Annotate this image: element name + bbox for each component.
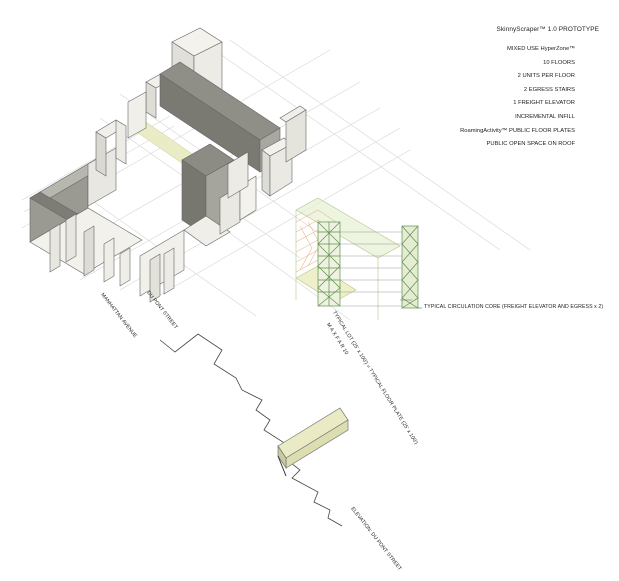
notes-list: MIXED USE HyperZone™ 10 FLOORS 2 UNITS P…: [359, 43, 599, 152]
circulation-core-label: TYPICAL CIRCULATION CORE (FREIGHT ELEVAT…: [424, 304, 604, 310]
circulation-core-elevation: [401, 225, 422, 309]
note-item: 2 EGRESS STAIRS: [523, 86, 575, 93]
note-item: MIXED USE HyperZone™: [507, 46, 575, 52]
note-item: INCREMENTAL INFILL: [515, 113, 575, 120]
note-item: PUBLIC OPEN SPACE ON ROOF: [486, 141, 575, 148]
note-item: 10 FLOORS: [543, 59, 575, 66]
prototype-notes: SkinnyScraper™ 1.0 PROTOTYPE MIXED USE H…: [359, 26, 599, 152]
north-block: [127, 27, 307, 199]
circulation-core-stack: [317, 221, 341, 307]
notes-title: SkinnyScraper™ 1.0 PROTOTYPE: [496, 26, 599, 33]
note-item: RoamingActivity™ PUBLIC FLOOR PLATES: [460, 127, 575, 134]
elevation-building: [277, 407, 349, 477]
south-block: [139, 143, 257, 303]
floor-lines: [340, 231, 402, 307]
elevation-profile: [159, 333, 343, 527]
note-item: 1 FREIGHT ELEVATOR: [513, 100, 575, 107]
west-block: [29, 119, 143, 287]
note-item: 2 UNITS PER FLOOR: [517, 73, 575, 80]
